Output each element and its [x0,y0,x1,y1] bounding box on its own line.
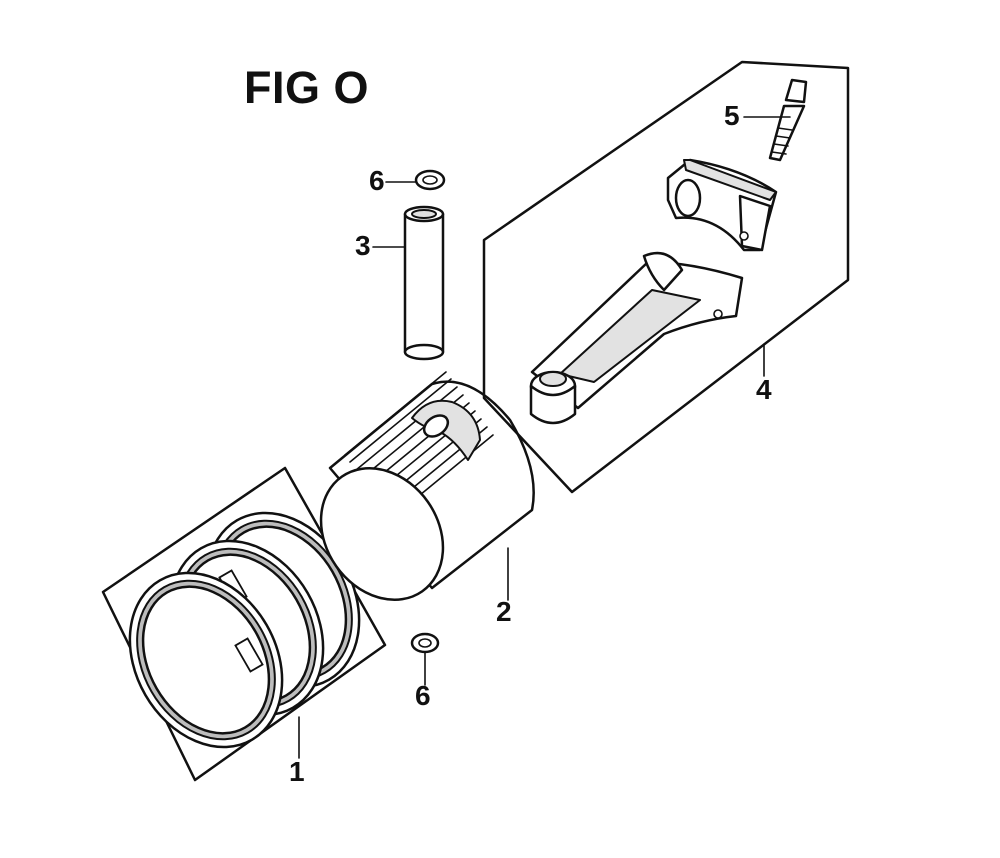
piston-rings [128,511,361,749]
callout-2: 2 [496,596,512,627]
conrod-group-box [482,60,850,494]
clip-lower [410,632,440,654]
callout-3: 3 [355,230,371,261]
callout-4: 4 [756,374,772,405]
piston-pin [403,205,445,361]
piston [319,371,535,601]
rod-cap [666,158,778,252]
figure-title: FIG O [244,62,369,113]
callout-1: 1 [289,756,305,787]
connecting-rod [529,251,744,425]
callout-6-upper: 6 [369,165,385,196]
callout-6-lower: 6 [415,680,431,711]
rod-bolt [768,78,808,162]
callout-5: 5 [724,100,740,131]
ring-front [128,571,284,749]
clip-upper [414,169,446,191]
